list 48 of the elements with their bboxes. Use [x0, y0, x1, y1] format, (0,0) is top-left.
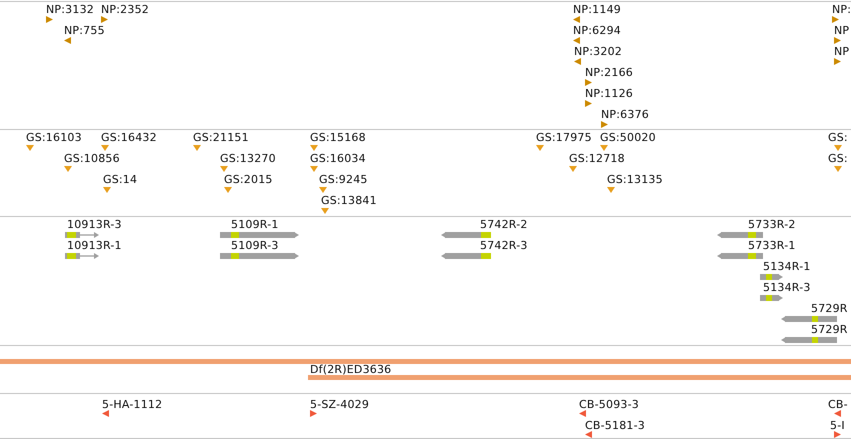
- feature-label: GS:16432: [101, 131, 157, 144]
- feature-label: 5733R-2: [748, 218, 796, 231]
- feature-label: 5-HA-1112: [102, 398, 162, 411]
- feature-label: 5134R-1: [763, 260, 811, 273]
- feature-label: NP:3132: [46, 3, 94, 16]
- feature-label: NP: [834, 24, 850, 37]
- feature-label: 10913R-3: [67, 218, 122, 231]
- feature-label: GS:50020: [600, 131, 656, 144]
- feature-label: 5729R: [811, 302, 848, 315]
- feature-label: NP:1149: [573, 3, 621, 16]
- feature-label: 5-SZ-4029: [310, 398, 370, 411]
- feature-label: NP:2166: [585, 66, 633, 79]
- feature-label: GS:12718: [569, 152, 625, 165]
- feature-label: GS:14: [103, 173, 138, 186]
- feature-label: Df(2R)ED3636: [310, 363, 392, 376]
- feature-label: 5733R-1: [748, 239, 796, 252]
- feature-label: 5742R-3: [480, 239, 528, 252]
- feature-label: GS:13135: [607, 173, 663, 186]
- feature-label: NP:6294: [573, 24, 621, 37]
- feature-label: 5109R-1: [231, 218, 279, 231]
- feature-label: NP:2352: [101, 3, 149, 16]
- feature-label: 5742R-2: [480, 218, 528, 231]
- feature-label: NP:: [832, 3, 851, 16]
- feature-label: GS:: [828, 131, 848, 144]
- feature-label: NP: [834, 45, 850, 58]
- feature-label: NP:6376: [601, 108, 649, 121]
- feature-label: CB-5093-3: [579, 398, 639, 411]
- feature-label: GS:13841: [321, 194, 377, 207]
- feature-label: NP:1126: [585, 87, 633, 100]
- feature-label: CB-: [828, 398, 848, 411]
- feature-label: GS:17975: [536, 131, 592, 144]
- feature-label: NP:755: [64, 24, 105, 37]
- feature-label: 10913R-1: [67, 239, 122, 252]
- feature-label: GS:21151: [193, 131, 249, 144]
- feature-label: CB-5181-3: [585, 419, 645, 432]
- feature-label: GS:2015: [224, 173, 273, 186]
- feature-label: GS:16103: [26, 131, 82, 144]
- feature-label: NP:3202: [574, 45, 622, 58]
- feature-label: GS:15168: [310, 131, 366, 144]
- feature-label: 5134R-3: [763, 281, 811, 294]
- feature-label: GS:: [828, 152, 848, 165]
- feature-label: GS:13270: [220, 152, 276, 165]
- feature-label: 5729R: [811, 323, 848, 336]
- feature-label: 5-I: [830, 419, 845, 432]
- feature-label: 5109R-3: [231, 239, 279, 252]
- feature-label: GS:16034: [310, 152, 366, 165]
- feature-label: GS:9245: [319, 173, 368, 186]
- feature-label: GS:10856: [64, 152, 120, 165]
